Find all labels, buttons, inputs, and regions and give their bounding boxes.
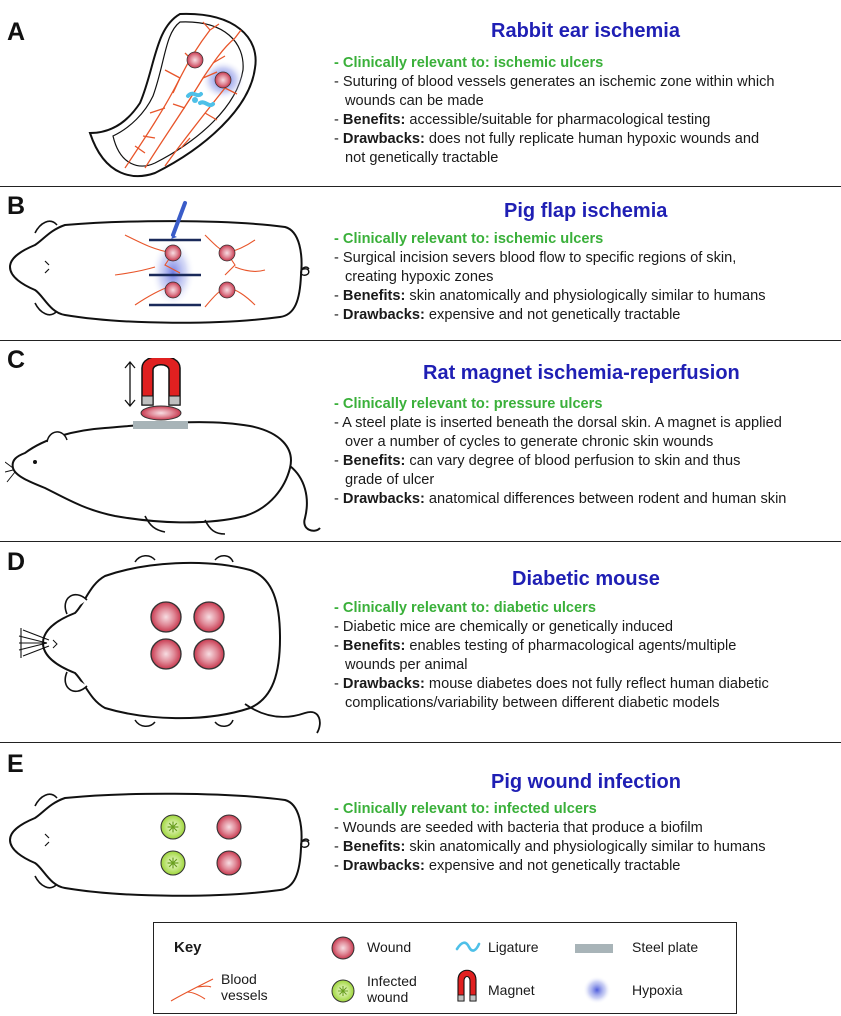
description-line: - Diabetic mice are chemically or geneti…: [334, 619, 674, 635]
clinical-relevance: - Clinically relevant to: ischemic ulcer…: [334, 55, 604, 71]
description-line: - Suturing of blood vessels generates an…: [334, 74, 775, 90]
benefits-label: Benefits:: [342, 453, 406, 469]
benefits-text: grade of ulcer: [345, 472, 435, 488]
key-hypoxia-label: Hypoxia: [632, 982, 683, 998]
drawbacks-text: anatomical differences between rodent an…: [428, 491, 787, 507]
drawbacks-line: - Drawbacks: mouse diabetes does not ful…: [334, 676, 769, 692]
benefits-label: Benefits:: [342, 288, 406, 304]
benefits-text: accessible/suitable for pharmacological …: [409, 112, 711, 128]
benefits-text: skin anatomically and physiologically si…: [409, 839, 766, 855]
key-blood-vessels-label: Blood vessels: [221, 971, 268, 1003]
description-line: - A steel plate is inserted beneath the …: [334, 415, 782, 431]
panel-text: - Clinically relevant to: pressure ulcer…: [334, 395, 786, 509]
drawbacks-text: expensive and not genetically tractable: [428, 307, 681, 323]
pig-illustration: [8, 201, 310, 324]
benefits-line: - Benefits: can vary degree of blood per…: [334, 453, 741, 469]
drawbacks-text: not genetically tractable: [345, 150, 499, 166]
drawbacks-line: - Drawbacks: anatomical differences betw…: [334, 491, 787, 507]
drawbacks-line: - Drawbacks: expensive and not genetical…: [334, 307, 681, 323]
panel-divider: [0, 340, 841, 341]
panel-letter: D: [7, 548, 26, 576]
wound-icon: [331, 936, 355, 960]
benefits-text: skin anatomically and physiologically si…: [409, 288, 766, 304]
clinical-relevance: - Clinically relevant to: pressure ulcer…: [334, 396, 603, 412]
drawbacks-text: does not fully replicate human hypoxic w…: [428, 131, 760, 147]
steel-plate-icon: [575, 944, 613, 953]
legend-key: Key Wound Ligature Steel plate Blood ves…: [153, 922, 737, 1014]
panel-divider: [0, 541, 841, 542]
benefits-text: wounds per animal: [345, 657, 468, 673]
benefits-line: - Benefits: accessible/suitable for phar…: [334, 112, 711, 128]
key-title: Key: [174, 939, 202, 956]
key-infected-wound-line: wound: [367, 989, 409, 1005]
panel-divider: [0, 742, 841, 743]
benefits-label: Benefits:: [342, 839, 406, 855]
panel-letter: B: [7, 192, 26, 220]
benefits-line: - Benefits: skin anatomically and physio…: [334, 839, 766, 855]
panel-title: Diabetic mouse: [512, 568, 660, 590]
panel-divider: [0, 186, 841, 187]
panel-title: Pig flap ischemia: [504, 200, 668, 222]
key-magnet-label: Magnet: [488, 982, 535, 998]
infected-wound-icon: [331, 979, 355, 1003]
benefits-label: Benefits:: [342, 638, 406, 654]
benefits-text: can vary degree of blood perfusion to sk…: [409, 453, 741, 469]
panel-title: Pig wound infection: [491, 771, 681, 793]
drawbacks-label: Drawbacks:: [342, 858, 425, 874]
description-line: - Surgical incision severs blood flow to…: [334, 250, 737, 266]
panel-text: - Clinically relevant to: ischemic ulcer…: [334, 54, 774, 168]
rat-illustration: [5, 358, 321, 535]
drawbacks-text: expensive and not genetically tractable: [428, 858, 681, 874]
description-line: creating hypoxic zones: [345, 269, 494, 285]
key-steel-plate-label: Steel plate: [632, 939, 699, 955]
drawbacks-label: Drawbacks:: [342, 131, 425, 147]
panel-title: Rat magnet ischemia-reperfusion: [423, 362, 740, 384]
ligature-icon: [455, 941, 481, 952]
benefits-label: Benefits:: [342, 112, 406, 128]
clinical-relevance: - Clinically relevant to: ischemic ulcer…: [334, 231, 604, 247]
panel-title: Rabbit ear ischemia: [491, 20, 680, 42]
clinical-relevance: - Clinically relevant to: diabetic ulcer…: [334, 600, 596, 616]
panel-letter: C: [7, 346, 26, 374]
pig-infection-illustration: [8, 792, 310, 897]
benefits-line: - Benefits: skin anatomically and physio…: [334, 288, 766, 304]
mouse-illustration: [18, 555, 321, 734]
key-blood-vessels-line: vessels: [221, 987, 268, 1003]
magnet-icon: [457, 969, 477, 1002]
hypoxia-icon: [583, 976, 611, 1004]
key-wound-label: Wound: [367, 939, 412, 955]
key-ligature-label: Ligature: [488, 939, 539, 955]
rabbit-ear-illustration: [88, 12, 257, 177]
key-infected-wound-label: Infected wound: [367, 973, 417, 1005]
drawbacks-text: complications/variability between differ…: [345, 695, 720, 711]
blood-vessels-icon: [170, 978, 214, 1002]
key-infected-wound-line: Infected: [367, 973, 417, 989]
drawbacks-label: Drawbacks:: [342, 491, 425, 507]
panel-letter: E: [7, 750, 24, 778]
drawbacks-label: Drawbacks:: [342, 307, 425, 323]
panel-text: - Clinically relevant to: ischemic ulcer…: [334, 230, 766, 325]
benefits-text: enables testing of pharmacological agent…: [409, 638, 737, 654]
drawbacks-text: mouse diabetes does not fully reflect hu…: [428, 676, 769, 692]
panel-text: - Clinically relevant to: diabetic ulcer…: [334, 599, 769, 713]
drawbacks-line: - Drawbacks: does not fully replicate hu…: [334, 131, 760, 147]
drawbacks-label: Drawbacks:: [342, 676, 425, 692]
drawbacks-line: - Drawbacks: expensive and not genetical…: [334, 858, 681, 874]
clinical-relevance: - Clinically relevant to: infected ulcer…: [334, 801, 597, 817]
key-blood-vessels-line: Blood: [221, 971, 257, 987]
description-line: over a number of cycles to generate chro…: [345, 434, 714, 450]
description-line: - Wounds are seeded with bacteria that p…: [334, 820, 703, 836]
description-line: wounds can be made: [345, 93, 484, 109]
benefits-line: - Benefits: enables testing of pharmacol…: [334, 638, 737, 654]
panel-letter: A: [7, 18, 26, 46]
panel-text: - Clinically relevant to: infected ulcer…: [334, 800, 766, 876]
